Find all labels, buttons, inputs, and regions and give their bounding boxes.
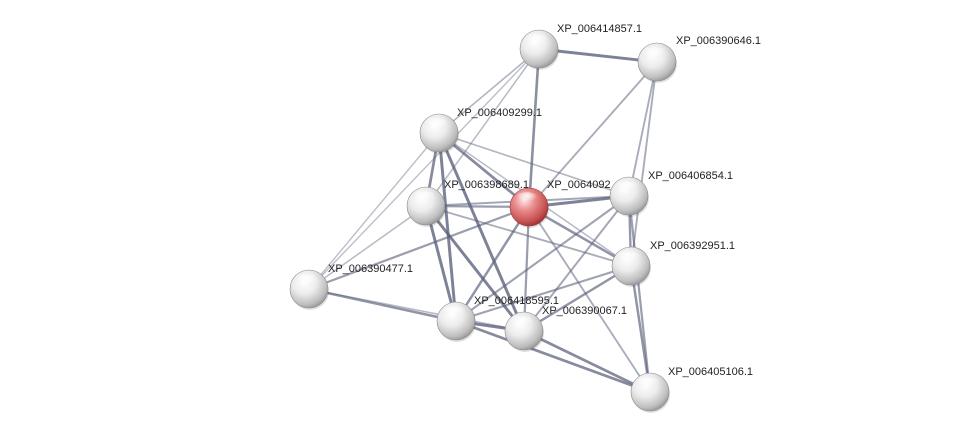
node-highlight [426,118,448,130]
node-n5-query[interactable] [509,187,549,228]
edge-n4-n8 [308,205,427,290]
edge-n2-n6 [628,61,658,197]
node-label-n5: XP_0064092 [547,179,611,191]
edge-n8-n9 [307,287,458,323]
node-highlight [526,34,548,46]
edge-n5-n8 [307,205,531,291]
node-n11[interactable] [630,372,670,413]
edge-n8-n10 [308,288,525,332]
node-n2[interactable] [637,42,677,83]
edge-n9-n11 [454,319,652,394]
edge-n5-n9 [454,205,531,323]
edge-n3-n5 [437,131,531,209]
node-label-n10: XP_006390067.1 [542,305,627,317]
edge-n2-n7 [630,61,658,267]
node-n3[interactable] [419,113,459,154]
edge-n2-n5 [528,61,658,208]
node-highlight [443,306,465,318]
edge-n5-n11 [528,206,651,393]
node-label-n11: XP_006405106.1 [668,366,753,378]
edge-n5-n7 [527,205,633,268]
node-label-n6: XP_006406854.1 [648,170,733,182]
node-highlight [296,274,318,286]
edge-n6-n11 [627,194,652,394]
node-highlight [511,316,533,328]
node-label-n2: XP_006390646.1 [676,35,761,47]
node-n10[interactable] [504,311,544,352]
edge-n1-n4 [425,48,540,207]
edge-n7-n9 [454,264,633,323]
node-n9[interactable] [436,301,476,342]
edge-n1-n8 [308,48,540,290]
node-label-n7: XP_006392951.1 [650,240,735,252]
node-n4[interactable] [406,186,446,227]
node-n7[interactable] [611,246,651,287]
edge-n10-n11 [522,329,652,394]
edge-n6-n9 [454,194,631,323]
edges-layer [307,47,659,394]
node-highlight [413,191,435,203]
edge-n1-n3 [438,48,540,134]
node-highlight [618,251,640,263]
node-highlight [637,377,659,389]
edge-n7-n10 [522,264,633,333]
nodes-layer [289,29,677,413]
labels-layer: XP_006414857.1XP_006390646.1XP_006409299… [328,23,761,378]
edge-n3-n6 [438,132,630,197]
node-label-n1: XP_006414857.1 [557,23,642,35]
node-highlight [616,181,638,193]
edge-n6-n10 [523,195,630,332]
edge-n3-n10 [437,131,526,333]
node-highlight [516,192,538,204]
node-n6[interactable] [609,176,649,217]
node-highlight [644,47,666,59]
node-n1[interactable] [519,29,559,70]
edge-n3-n9 [437,131,458,323]
node-label-n8: XP_006390477.1 [328,263,413,275]
edge-n1-n2 [537,47,659,64]
edge-n4-n10 [424,204,526,333]
edge-n4-n9 [424,204,458,323]
edge-n7-n11 [629,264,652,394]
edge-n1-n5 [527,47,541,209]
node-label-n3: XP_006409299.1 [457,107,542,119]
edge-n3-n8 [308,132,440,290]
node-label-n9: XP_006418595.1 [474,295,559,307]
node-n8[interactable] [289,269,329,310]
node-label-n4: XP_006398689.1 [444,179,529,191]
